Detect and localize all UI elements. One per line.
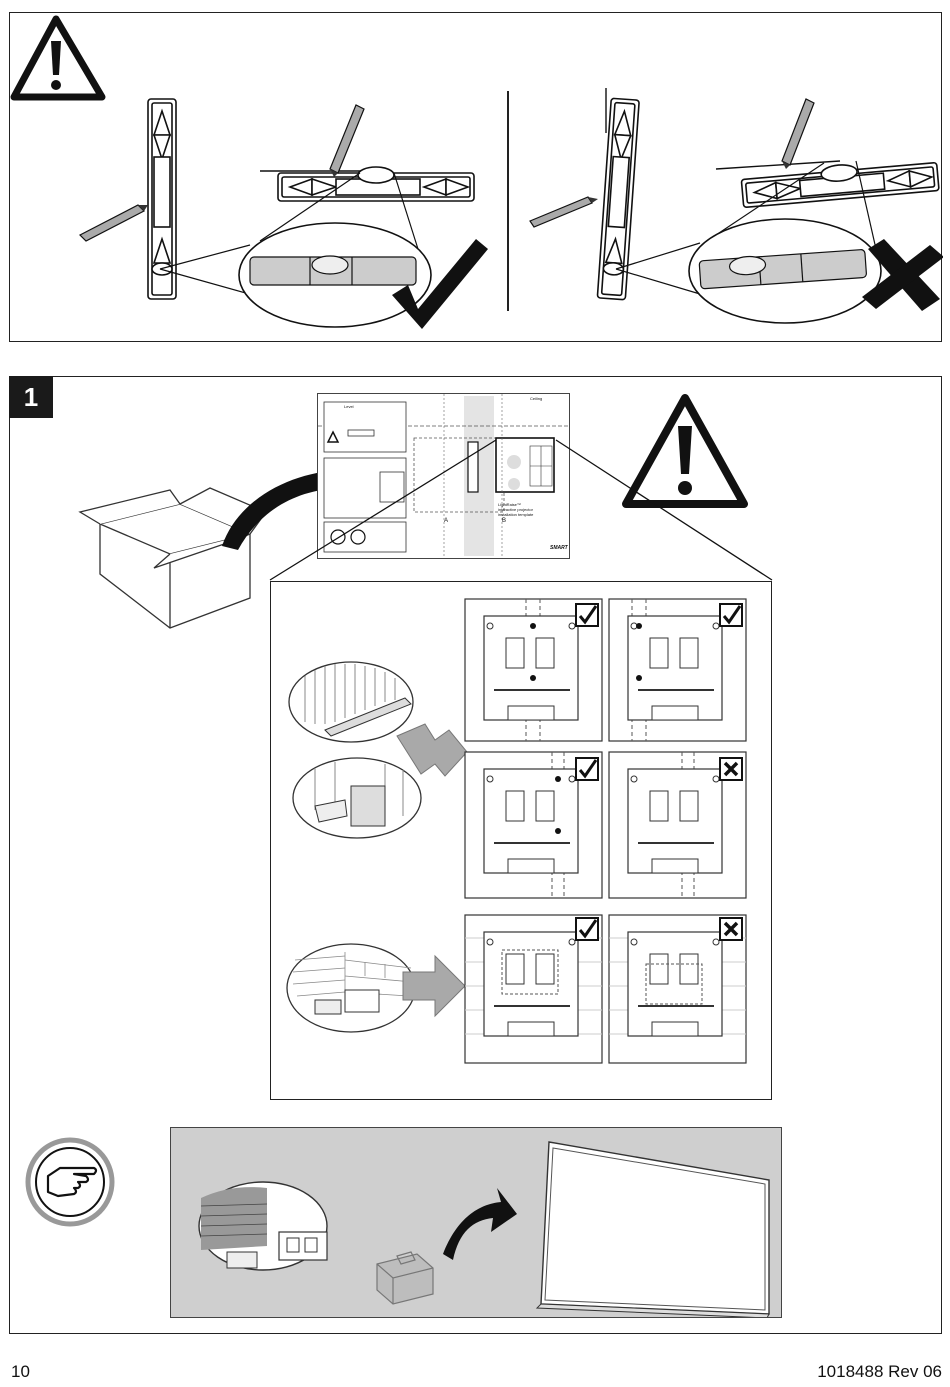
document-number: 1018488 Rev 06 bbox=[817, 1362, 942, 1381]
pointing-hand-icon bbox=[25, 1137, 115, 1227]
level-illustration bbox=[10, 15, 943, 329]
template-title-line-1: LightRaise™ bbox=[498, 502, 521, 507]
wood-stud-wall-icon bbox=[292, 757, 422, 839]
template-top-label: Ceiling bbox=[530, 396, 543, 401]
template-marker-a: A bbox=[444, 518, 449, 524]
warning-triangle-icon bbox=[10, 15, 106, 101]
masonry-wall-icon bbox=[198, 1181, 328, 1271]
wall-type-illustrations bbox=[286, 661, 468, 1033]
template-title-line-2: interactive projector bbox=[498, 507, 533, 512]
curved-arrow-icon bbox=[402, 954, 466, 1018]
cross-icon bbox=[719, 917, 743, 941]
template-brand-logo: SMART bbox=[550, 545, 568, 551]
step-number-badge: 1 bbox=[9, 376, 53, 418]
callout-lines bbox=[269, 439, 773, 581]
check-icon bbox=[575, 917, 599, 941]
vertical-level-right bbox=[596, 97, 640, 301]
wood-stud-wall-icon bbox=[288, 661, 414, 743]
check-icon bbox=[719, 603, 743, 627]
masonry-wall-icon bbox=[286, 943, 416, 1033]
horizontal-level-left bbox=[277, 166, 475, 202]
bubble-zoom-level bbox=[238, 222, 432, 328]
horizontal-level-right bbox=[740, 161, 940, 209]
check-icon bbox=[575, 603, 599, 627]
vertical-level-left bbox=[147, 98, 177, 300]
template-level-label: Level bbox=[344, 404, 354, 409]
template-title-block: LightRaise™ interactive projector instal… bbox=[498, 502, 568, 517]
curved-arrow-icon bbox=[396, 723, 468, 777]
check-icon bbox=[392, 239, 488, 329]
pencil-icon bbox=[781, 98, 815, 169]
whiteboard-icon bbox=[535, 1141, 770, 1317]
installation-template-sheet: Ceiling Level A B LightRaise™ interactiv… bbox=[317, 393, 570, 559]
page-number: 10 bbox=[11, 1362, 30, 1381]
template-marker-b: B bbox=[502, 518, 507, 524]
box-icon bbox=[78, 487, 268, 629]
warning-triangle-icon bbox=[622, 394, 748, 508]
bracket-placement-grid bbox=[464, 598, 747, 1064]
toolbox-icon bbox=[376, 1251, 434, 1305]
level-instruction-panel bbox=[9, 12, 943, 342]
bubble-zoom-tilted bbox=[688, 218, 882, 324]
template-title-line-3: installation template bbox=[498, 512, 534, 517]
curved-arrow-icon bbox=[443, 1188, 517, 1260]
cross-icon bbox=[719, 757, 743, 781]
cross-icon bbox=[862, 239, 943, 311]
tip-panel bbox=[170, 1127, 782, 1318]
pencil-icon bbox=[78, 204, 148, 242]
check-icon bbox=[575, 757, 599, 781]
pencil-icon bbox=[329, 104, 365, 177]
pencil-icon bbox=[529, 196, 598, 228]
